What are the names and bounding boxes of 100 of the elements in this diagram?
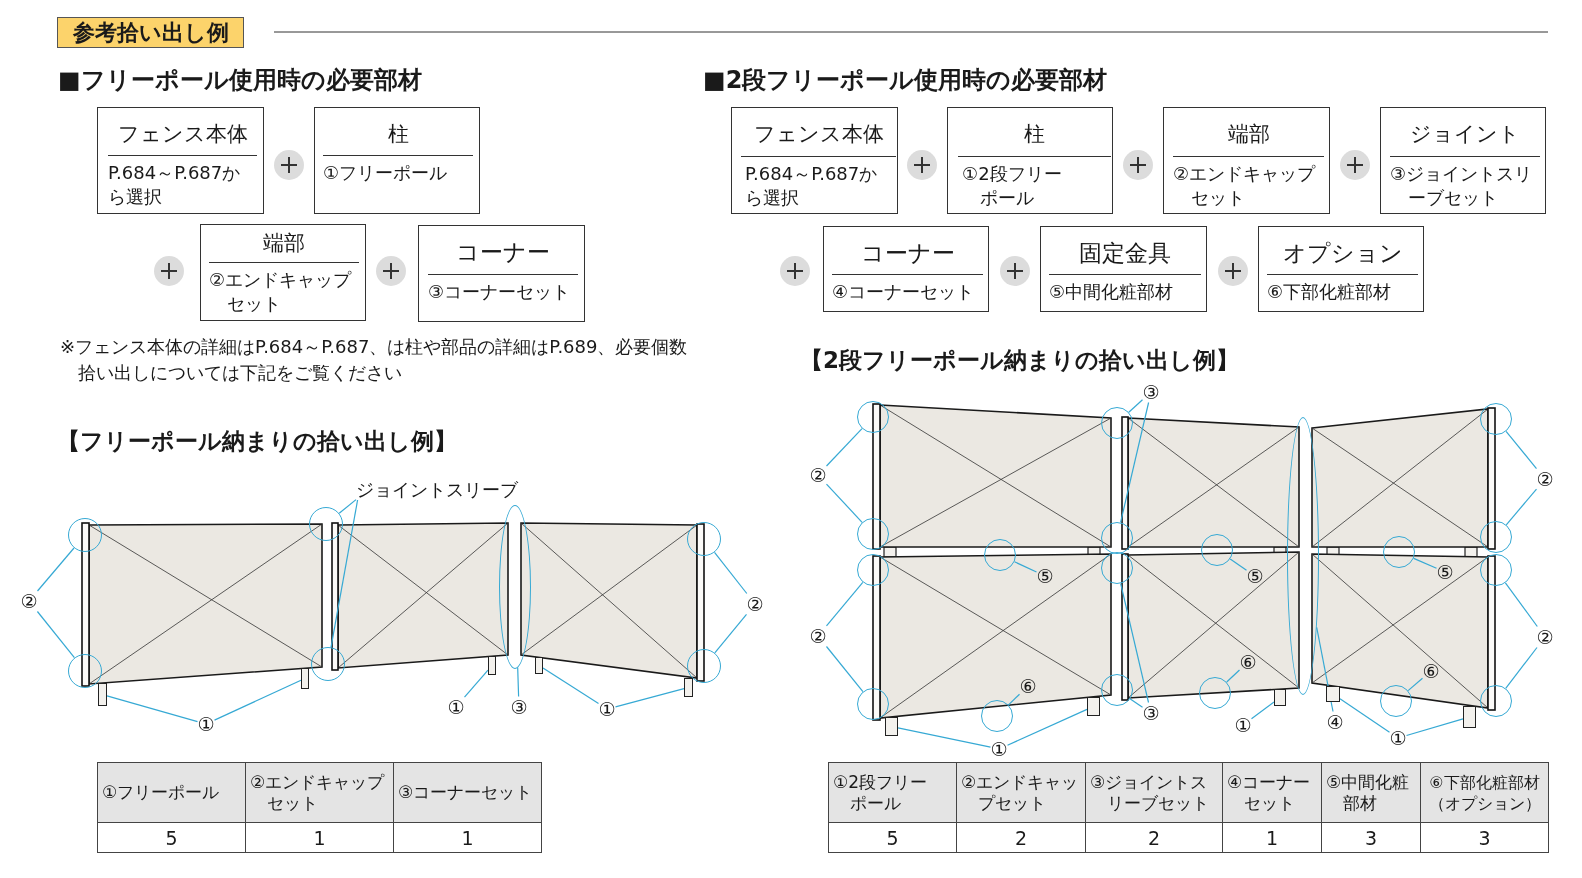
data-cell: 5 — [97, 822, 246, 853]
callout-label: ジョイントスリーブ — [356, 479, 518, 500]
callout-number: ② — [746, 593, 764, 615]
data-cell: 5 — [828, 822, 957, 853]
part-box — [1163, 107, 1330, 214]
part-box — [731, 107, 898, 214]
leader-line — [713, 551, 748, 595]
callout-number: ② — [1536, 626, 1554, 648]
callout-number: ⑥ — [1239, 651, 1257, 673]
callout-number: ② — [1536, 468, 1554, 490]
part-name: ③コーナーセット — [428, 280, 571, 304]
leader-line — [36, 610, 75, 659]
header-cell: ①フリーポール — [97, 762, 246, 823]
leader-line — [1316, 626, 1334, 713]
fence-post — [1326, 686, 1340, 702]
box-heading: 柱 — [1024, 122, 1045, 148]
box-heading: 柱 — [387, 121, 409, 148]
part-name: ①フリーポール — [323, 161, 448, 185]
leader-line — [1413, 557, 1438, 569]
leader-line — [1229, 558, 1248, 571]
leader-line — [1120, 401, 1150, 523]
callout-number: ① — [1234, 714, 1252, 736]
leader-line — [1128, 399, 1144, 413]
header-cell: ⑤中間化粧部材 — [1321, 762, 1421, 823]
callout-number: ⑤ — [1246, 565, 1264, 587]
part-box — [418, 225, 585, 322]
fence-post — [301, 668, 309, 689]
section-heading: 【2段フリーポール納まりの拾い出し例】 — [800, 346, 1239, 375]
callout-number: ① — [598, 698, 616, 720]
leader-line — [1505, 488, 1538, 526]
leader-line — [106, 695, 199, 723]
part-name: ②エンドキャップセット — [209, 268, 353, 316]
part-name: ⑤中間化粧部材 — [1049, 280, 1174, 304]
callout-number: ② — [809, 464, 827, 486]
box-heading: フェンス本体 — [117, 121, 248, 148]
callout-number: ⑥ — [1019, 675, 1037, 697]
part-name: P.684～P.687から選択 — [108, 161, 242, 209]
fence-post — [1087, 697, 1100, 716]
part-box — [1258, 226, 1424, 312]
box-heading: フェンス本体 — [753, 122, 884, 148]
callout-number: ① — [447, 696, 465, 718]
part-box — [1380, 107, 1546, 214]
fence-post — [885, 717, 898, 736]
fence-post — [535, 657, 543, 674]
callout-number: ① — [197, 713, 215, 735]
box-heading: オプション — [1282, 239, 1403, 268]
fence-post — [98, 683, 107, 706]
section-heading: ■フリーポール使用時の必要部材 — [58, 65, 422, 96]
leader-line — [1226, 669, 1241, 683]
callout-number: ③ — [510, 696, 528, 718]
leader-line — [1250, 701, 1275, 720]
leader-line — [1407, 677, 1424, 692]
leader-line — [614, 688, 685, 708]
leader-line — [36, 547, 75, 592]
title-tab: 参考拾い出し例 — [57, 17, 244, 48]
part-box — [200, 224, 366, 321]
leader-line — [825, 645, 864, 693]
part-box — [947, 107, 1113, 214]
box-heading: コーナー — [860, 239, 955, 268]
header-cell: ③ジョイントスリーブセット — [1085, 762, 1223, 823]
leader-line — [1007, 693, 1021, 706]
box-heading: 端部 — [263, 230, 305, 257]
part-name: ①2段フリーポール — [962, 162, 1063, 210]
part-name: ②エンドキャップセット — [1173, 162, 1317, 210]
callout-number: ④ — [1326, 711, 1344, 733]
leader-line — [1120, 583, 1150, 704]
leader-line — [463, 669, 489, 698]
callout-number: ③ — [1142, 381, 1160, 403]
leader-line — [1339, 698, 1391, 733]
leader-line — [1505, 646, 1538, 689]
leader-line — [1504, 582, 1538, 628]
header-cell: ⑥下部化粧部材（オプション） — [1420, 762, 1549, 823]
part-name: ③ジョイントスリーブセット — [1390, 162, 1534, 210]
header-cell: ③コーナーセット — [393, 762, 542, 823]
leader-line — [330, 499, 359, 648]
part-name: P.684～P.687から選択 — [745, 162, 879, 210]
callout-number: ① — [1389, 727, 1407, 749]
part-name: ⑥下部化粧部材 — [1267, 280, 1392, 304]
fence-post — [1463, 706, 1476, 728]
leader-line — [517, 667, 520, 698]
leader-line — [542, 667, 600, 705]
part-box — [314, 107, 480, 214]
leader-line — [338, 499, 357, 514]
part-box — [823, 226, 989, 312]
section-heading: 【フリーポール納まりの拾い出し例】 — [57, 427, 457, 456]
leader-line — [825, 428, 863, 467]
callout-number: ② — [809, 625, 827, 647]
part-name: ④コーナーセット — [832, 280, 975, 304]
leader-line — [1405, 718, 1464, 737]
header-cell: ①2段フリーポール — [828, 762, 957, 823]
fence-post — [1274, 689, 1286, 706]
callout-number: ① — [990, 738, 1008, 760]
header-cell: ②エンドキャップセット — [956, 762, 1086, 823]
box-heading: ジョイント — [1410, 122, 1520, 148]
note-text: ※フェンス本体の詳細はP.684～P.687、は柱や部品の詳細はP.689、必要個数拾い出しについては下記をご覧ください — [60, 335, 689, 385]
leader-line — [897, 727, 992, 748]
part-box — [1040, 226, 1207, 312]
box-heading: コーナー — [456, 239, 550, 267]
leader-line — [714, 613, 748, 654]
leader-line — [1129, 698, 1144, 708]
